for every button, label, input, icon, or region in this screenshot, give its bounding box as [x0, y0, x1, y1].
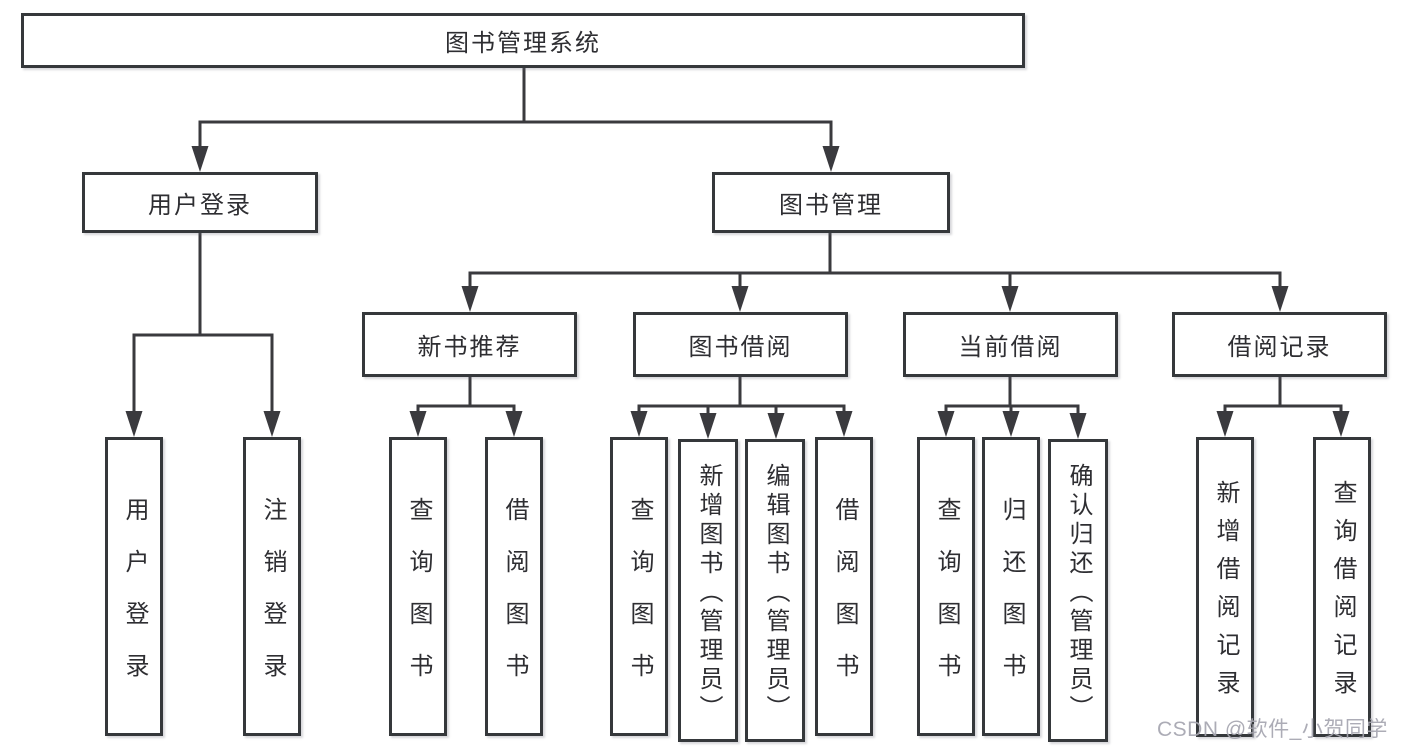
arrowhead	[1271, 286, 1289, 312]
arrowhead	[505, 411, 523, 437]
arrowhead	[1332, 411, 1350, 437]
connector-current-to-leaves	[937, 377, 1087, 439]
node-borrowing-add-books-admin-label: 新增图书（管理员）	[695, 462, 722, 724]
arrowhead	[731, 286, 749, 312]
node-borrowing-records: 借阅记录	[1172, 312, 1387, 377]
node-recommend-query-books-label: 查询图书	[405, 496, 432, 705]
arrowhead	[937, 411, 955, 437]
node-recommend-borrow-books-label: 借阅图书	[501, 496, 528, 705]
node-root: 图书管理系统	[21, 13, 1025, 68]
node-current-confirm-return-admin: 确认归还（管理员）	[1048, 439, 1108, 742]
watermark-text: CSDN @软件_小贺同学	[1157, 718, 1388, 741]
node-current-confirm-return-admin-label: 确认归还（管理员）	[1065, 462, 1092, 724]
node-root-label: 图书管理系统	[445, 30, 601, 57]
arrowhead	[263, 411, 281, 437]
node-records-query-record: 查询借阅记录	[1313, 437, 1371, 737]
connector-recommend-to-leaves	[409, 377, 523, 437]
arrowhead	[699, 413, 717, 439]
node-new-book-recommendation-label: 新书推荐	[417, 334, 522, 361]
node-current-borrowing: 当前借阅	[903, 312, 1118, 377]
node-borrowing-records-label: 借阅记录	[1227, 334, 1332, 361]
arrowhead	[1216, 411, 1234, 437]
node-recommend-query-books: 查询图书	[389, 437, 447, 736]
arrowhead	[767, 413, 785, 439]
node-user-login-leaf-label: 用户登录	[121, 496, 148, 705]
node-records-add-record-label: 新增借阅记录	[1212, 480, 1239, 708]
node-current-return-books: 归还图书	[982, 437, 1040, 736]
node-borrowing-borrow-books-label: 借阅图书	[831, 496, 858, 705]
arrowhead	[125, 411, 143, 437]
node-recommend-borrow-books: 借阅图书	[485, 437, 543, 736]
connector-user-login-to-leaves	[125, 233, 281, 437]
node-borrowing-edit-books-admin-label: 编辑图书（管理员）	[762, 462, 789, 724]
node-logout: 注销登录	[243, 437, 301, 736]
arrowhead	[461, 286, 479, 312]
node-new-book-recommendation: 新书推荐	[362, 312, 577, 377]
arrowhead	[1001, 286, 1019, 312]
node-logout-label: 注销登录	[259, 496, 286, 705]
arrowhead	[822, 146, 840, 172]
node-borrowing-query-books: 查询图书	[610, 437, 668, 736]
arrowhead	[630, 411, 648, 437]
node-user-login: 用户登录	[82, 172, 318, 233]
arrowhead	[409, 411, 427, 437]
node-user-login-label: 用户登录	[148, 192, 252, 219]
node-book-management: 图书管理	[712, 172, 950, 233]
arrowhead	[835, 411, 853, 437]
node-borrowing-add-books-admin: 新增图书（管理员）	[678, 439, 738, 742]
node-records-add-record: 新增借阅记录	[1196, 437, 1254, 737]
arrowhead	[1002, 411, 1020, 437]
node-current-query-books: 查询图书	[917, 437, 975, 736]
node-current-query-books-label: 查询图书	[933, 496, 960, 705]
node-records-query-record-label: 查询借阅记录	[1329, 480, 1356, 708]
connector-records-to-leaves	[1216, 377, 1350, 437]
connector-borrowing-to-leaves	[630, 377, 853, 439]
connector-book-mgmt-to-level3	[461, 233, 1289, 312]
node-current-return-books-label: 归还图书	[998, 496, 1025, 705]
node-book-borrowing-label: 图书借阅	[688, 334, 793, 361]
node-book-borrowing: 图书借阅	[633, 312, 848, 377]
node-borrowing-query-books-label: 查询图书	[626, 496, 653, 705]
arrowhead	[191, 146, 209, 172]
node-current-borrowing-label: 当前借阅	[958, 334, 1063, 361]
node-borrowing-edit-books-admin: 编辑图书（管理员）	[745, 439, 805, 742]
arrowhead	[1069, 413, 1087, 439]
node-book-management-label: 图书管理	[779, 192, 883, 219]
connector-root-to-level2	[191, 68, 840, 172]
node-user-login-leaf: 用户登录	[105, 437, 163, 736]
node-borrowing-borrow-books: 借阅图书	[815, 437, 873, 736]
